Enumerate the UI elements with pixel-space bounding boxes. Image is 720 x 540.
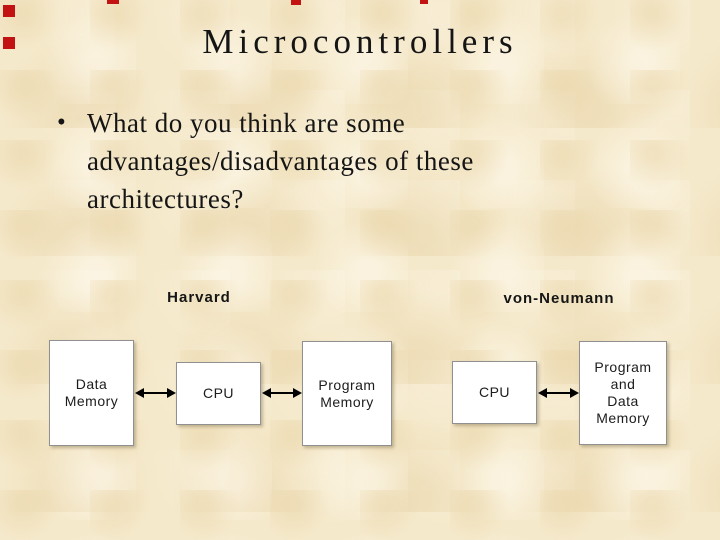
red-square-mark bbox=[3, 37, 15, 49]
arrowhead-left-icon bbox=[135, 388, 144, 398]
arrowhead-right-icon bbox=[570, 388, 579, 398]
bullet-text-line: architectures? bbox=[87, 184, 244, 214]
bidirectional-arrow bbox=[135, 388, 176, 398]
bullet-text: What do you think are some advantages/di… bbox=[87, 104, 474, 218]
bidirectional-arrow bbox=[538, 388, 579, 398]
arrowhead-right-icon bbox=[293, 388, 302, 398]
slide-title: Microcontrollers bbox=[202, 22, 518, 61]
arrow-shaft bbox=[268, 392, 296, 394]
red-edge-mark bbox=[107, 0, 119, 4]
arrow-shaft bbox=[544, 392, 573, 394]
bullet-text-line: advantages/disadvantages of these bbox=[87, 146, 474, 176]
arrow-shaft bbox=[141, 392, 170, 394]
bullet-text-line: What do you think are some bbox=[87, 108, 406, 138]
bullet-block: • What do you think are some advantages/… bbox=[57, 104, 527, 218]
program-and-data-memory-box: Program and Data Memory bbox=[579, 341, 667, 445]
red-edge-mark bbox=[291, 0, 301, 5]
harvard-architecture-label: Harvard bbox=[167, 289, 231, 306]
red-edge-mark bbox=[420, 0, 428, 4]
data-memory-box: Data Memory bbox=[49, 340, 134, 446]
bidirectional-arrow bbox=[262, 388, 302, 398]
red-square-mark bbox=[3, 5, 15, 17]
program-memory-box: Program Memory bbox=[302, 341, 392, 446]
von-neumann-architecture-label: von-Neumann bbox=[503, 290, 615, 307]
arrowhead-left-icon bbox=[538, 388, 547, 398]
arrowhead-right-icon bbox=[167, 388, 176, 398]
von-neumann-cpu-box: CPU bbox=[452, 361, 537, 424]
arrowhead-left-icon bbox=[262, 388, 271, 398]
bullet-marker: • bbox=[57, 109, 66, 136]
harvard-cpu-box: CPU bbox=[176, 362, 261, 425]
